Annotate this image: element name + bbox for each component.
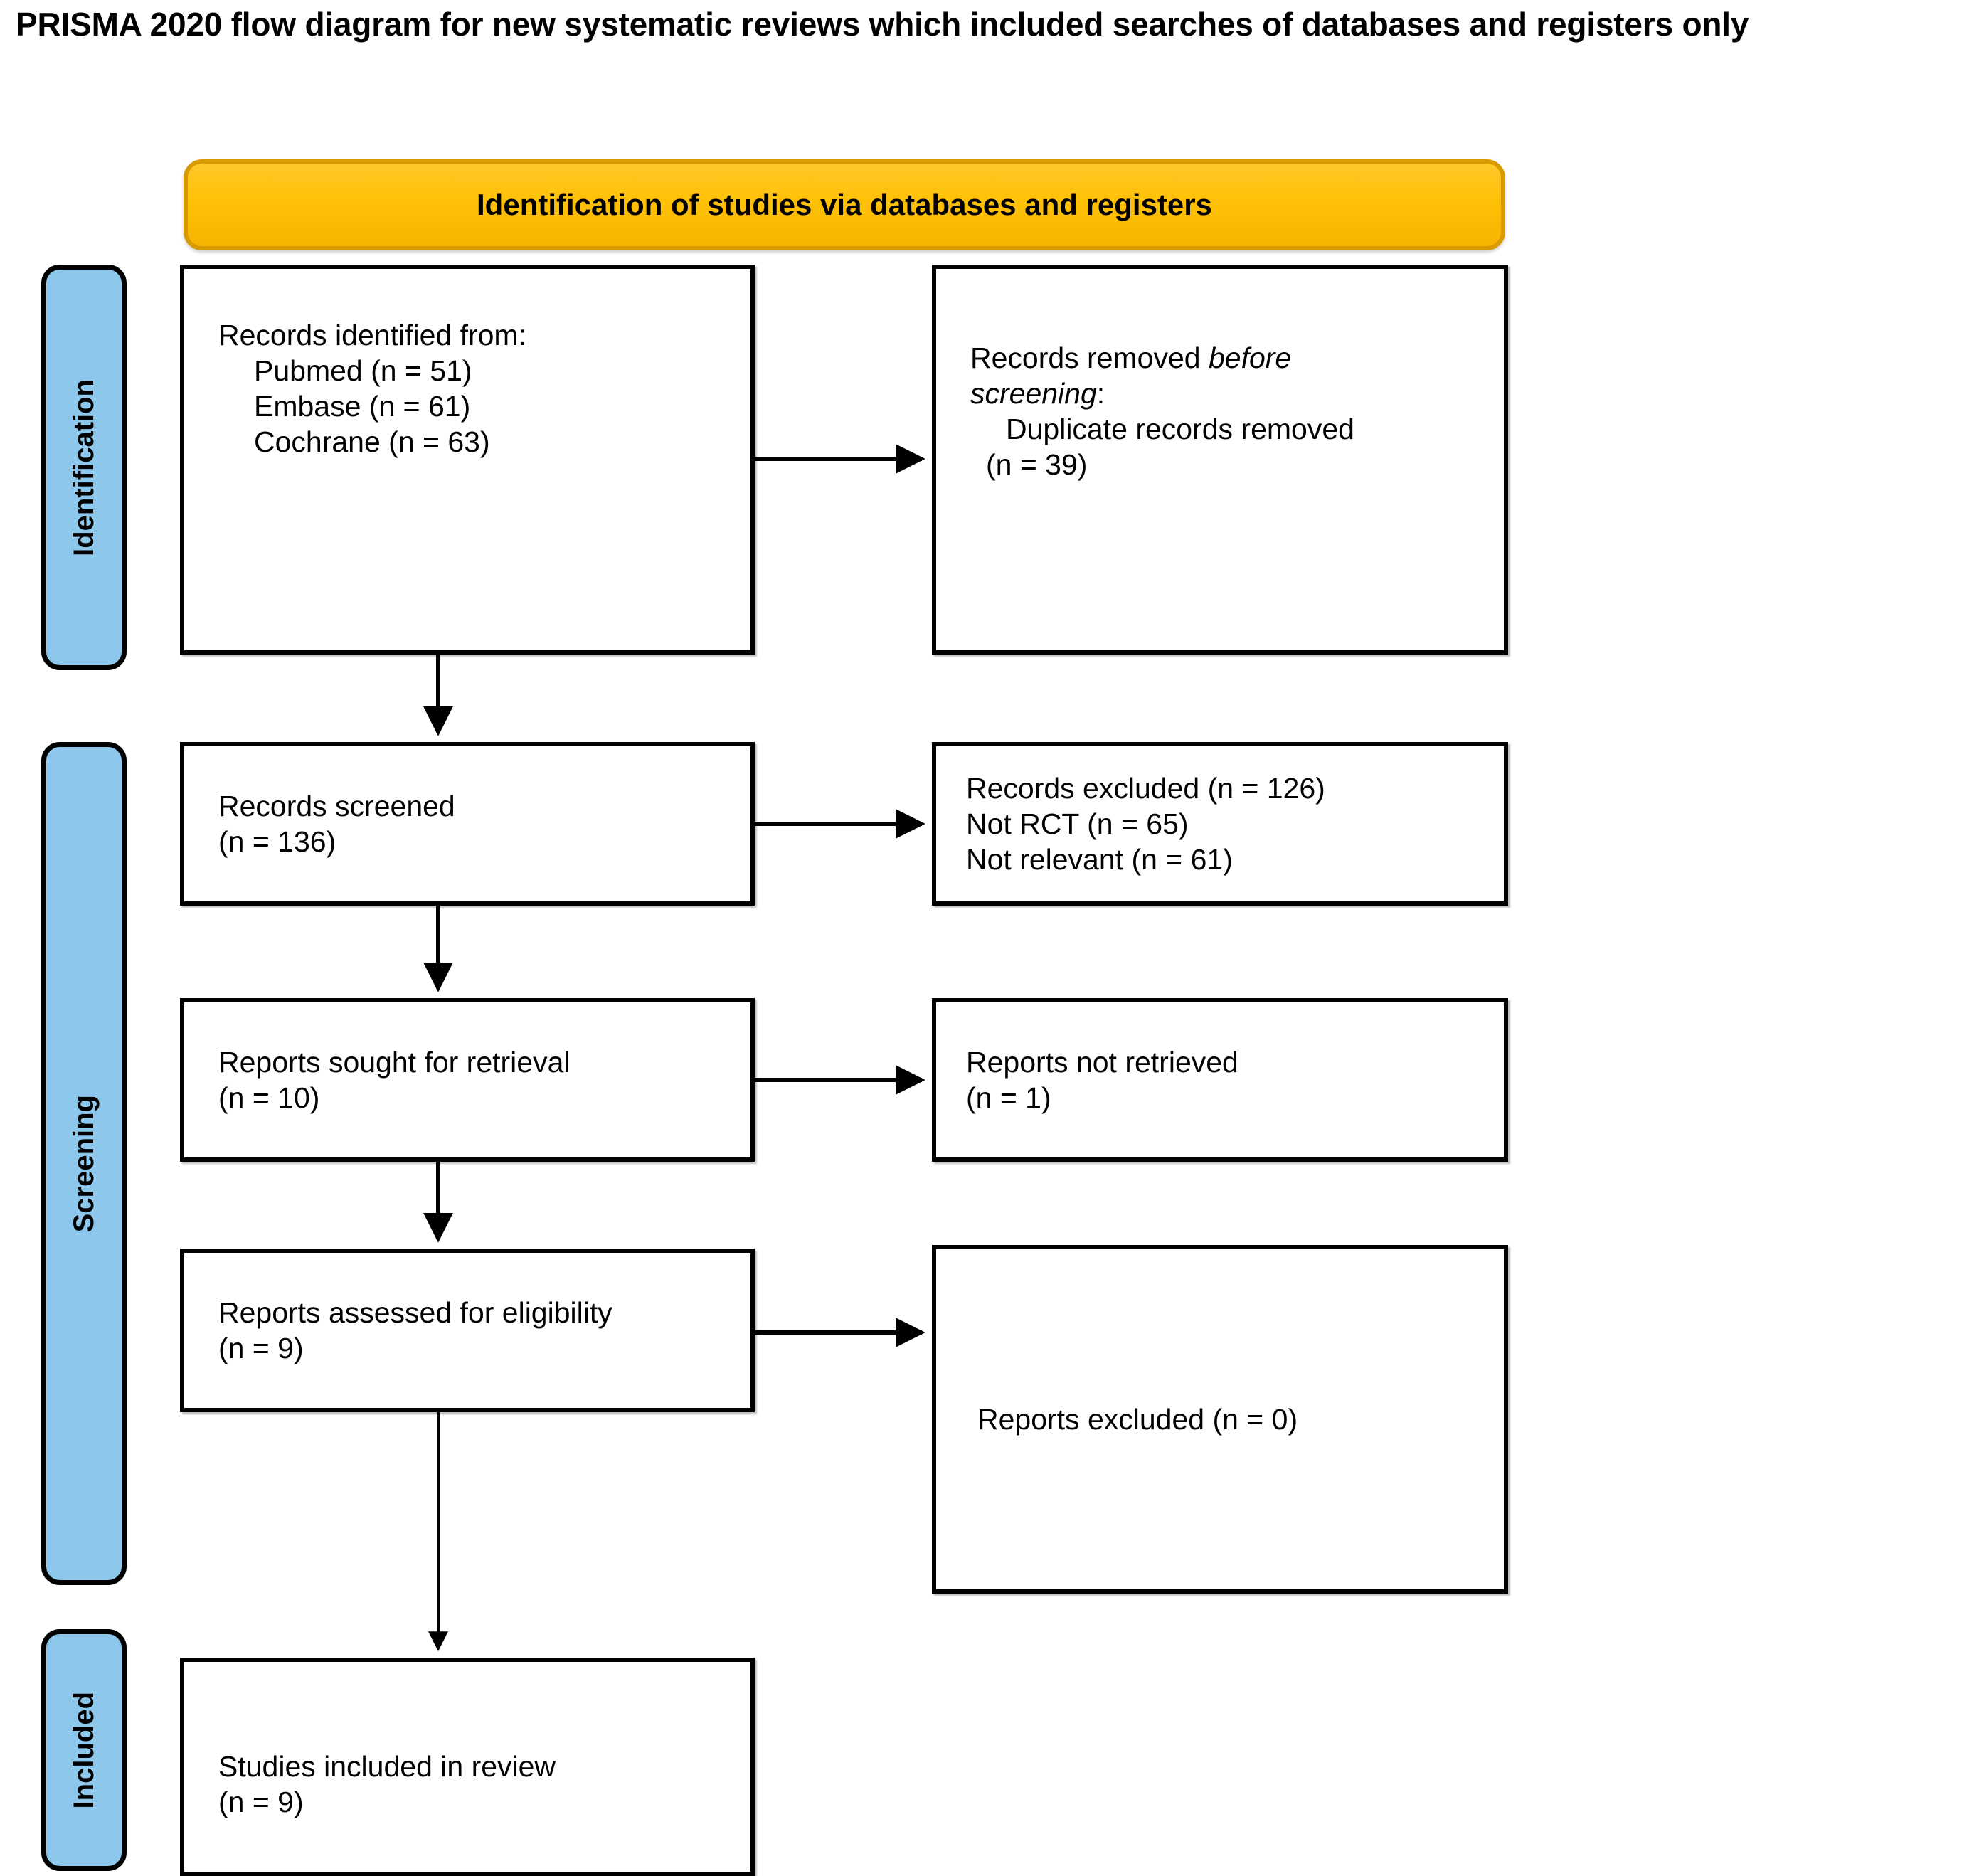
- reports-assessed-line2: (n = 9): [218, 1332, 304, 1364]
- records-screened-line1: Records screened: [218, 789, 455, 822]
- box-reports-sought: Reports sought for retrieval (n = 10): [180, 998, 755, 1162]
- box-records-screened-text: Records screened (n = 136): [218, 788, 733, 859]
- records-removed-line1: Records removed before: [970, 340, 1487, 376]
- box-reports-not-retrieved: Reports not retrieved (n = 1): [932, 998, 1508, 1162]
- stage-label-included: Included: [68, 1691, 100, 1809]
- stage-bar-included: Included: [41, 1629, 127, 1871]
- box-reports-not-retrieved-text: Reports not retrieved (n = 1): [966, 1044, 1487, 1115]
- records-removed-line2: screening:: [970, 376, 1487, 411]
- reports-not-retrieved-line1: Reports not retrieved: [966, 1045, 1238, 1079]
- reports-sought-line2: (n = 10): [218, 1081, 320, 1114]
- records-identified-heading: Records identified from:: [218, 319, 526, 351]
- studies-included-line2: (n = 9): [218, 1786, 304, 1819]
- box-records-identified: Records identified from: Pubmed (n = 51)…: [180, 265, 755, 655]
- records-excluded-line1: Records excluded (n = 126): [966, 771, 1325, 805]
- box-reports-excluded-text: Reports excluded (n = 0): [977, 1401, 1487, 1437]
- records-identified-source-embase: Embase (n = 61): [254, 390, 471, 423]
- box-reports-sought-text: Reports sought for retrieval (n = 10): [218, 1044, 733, 1115]
- stage-bar-identification: Identification: [41, 265, 127, 670]
- reports-not-retrieved-line2: (n = 1): [966, 1081, 1051, 1114]
- stage-label-identification: Identification: [68, 378, 100, 556]
- section-header-identification: Identification of studies via databases …: [184, 159, 1505, 250]
- box-records-identified-text: Records identified from: Pubmed (n = 51)…: [218, 317, 733, 460]
- records-removed-line1-plain: Records removed: [970, 341, 1209, 374]
- box-records-excluded-text: Records excluded (n = 126) Not RCT (n = …: [966, 770, 1487, 877]
- records-excluded-line3: Not relevant (n = 61): [966, 843, 1233, 876]
- page-title: PRISMA 2020 flow diagram for new systema…: [16, 6, 1749, 43]
- records-removed-line3: Duplicate records removed: [1006, 413, 1354, 446]
- records-removed-line2-italic: screening: [970, 377, 1097, 410]
- box-records-removed: Records removed before screening: Duplic…: [932, 265, 1508, 655]
- reports-sought-line1: Reports sought for retrieval: [218, 1045, 571, 1079]
- studies-included-line1: Studies included in review: [218, 1750, 556, 1783]
- records-excluded-line2: Not RCT (n = 65): [966, 807, 1189, 840]
- records-identified-source-cochrane: Cochrane (n = 63): [254, 425, 490, 459]
- records-removed-line1-italic: before: [1208, 341, 1292, 374]
- box-reports-excluded: Reports excluded (n = 0): [932, 1245, 1508, 1594]
- records-removed-line4: (n = 39): [986, 448, 1088, 482]
- box-records-excluded: Records excluded (n = 126) Not RCT (n = …: [932, 742, 1508, 906]
- stage-label-screening: Screening: [68, 1094, 100, 1233]
- reports-assessed-line1: Reports assessed for eligibility: [218, 1295, 612, 1329]
- box-reports-assessed: Reports assessed for eligibility (n = 9): [180, 1249, 755, 1412]
- section-header-label: Identification of studies via databases …: [477, 188, 1212, 221]
- box-records-screened: Records screened (n = 136): [180, 742, 755, 906]
- records-identified-source-pubmed: Pubmed (n = 51): [254, 354, 472, 388]
- stage-bar-screening: Screening: [41, 742, 127, 1585]
- reports-excluded-line1: Reports excluded (n = 0): [977, 1402, 1298, 1436]
- box-reports-assessed-text: Reports assessed for eligibility (n = 9): [218, 1295, 733, 1366]
- box-studies-included: Studies included in review (n = 9): [180, 1658, 755, 1876]
- records-screened-line2: (n = 136): [218, 825, 336, 858]
- box-records-removed-text: Records removed before screening: Duplic…: [970, 340, 1487, 482]
- records-removed-line2-colon: :: [1096, 377, 1105, 410]
- box-studies-included-text: Studies included in review (n = 9): [218, 1749, 733, 1820]
